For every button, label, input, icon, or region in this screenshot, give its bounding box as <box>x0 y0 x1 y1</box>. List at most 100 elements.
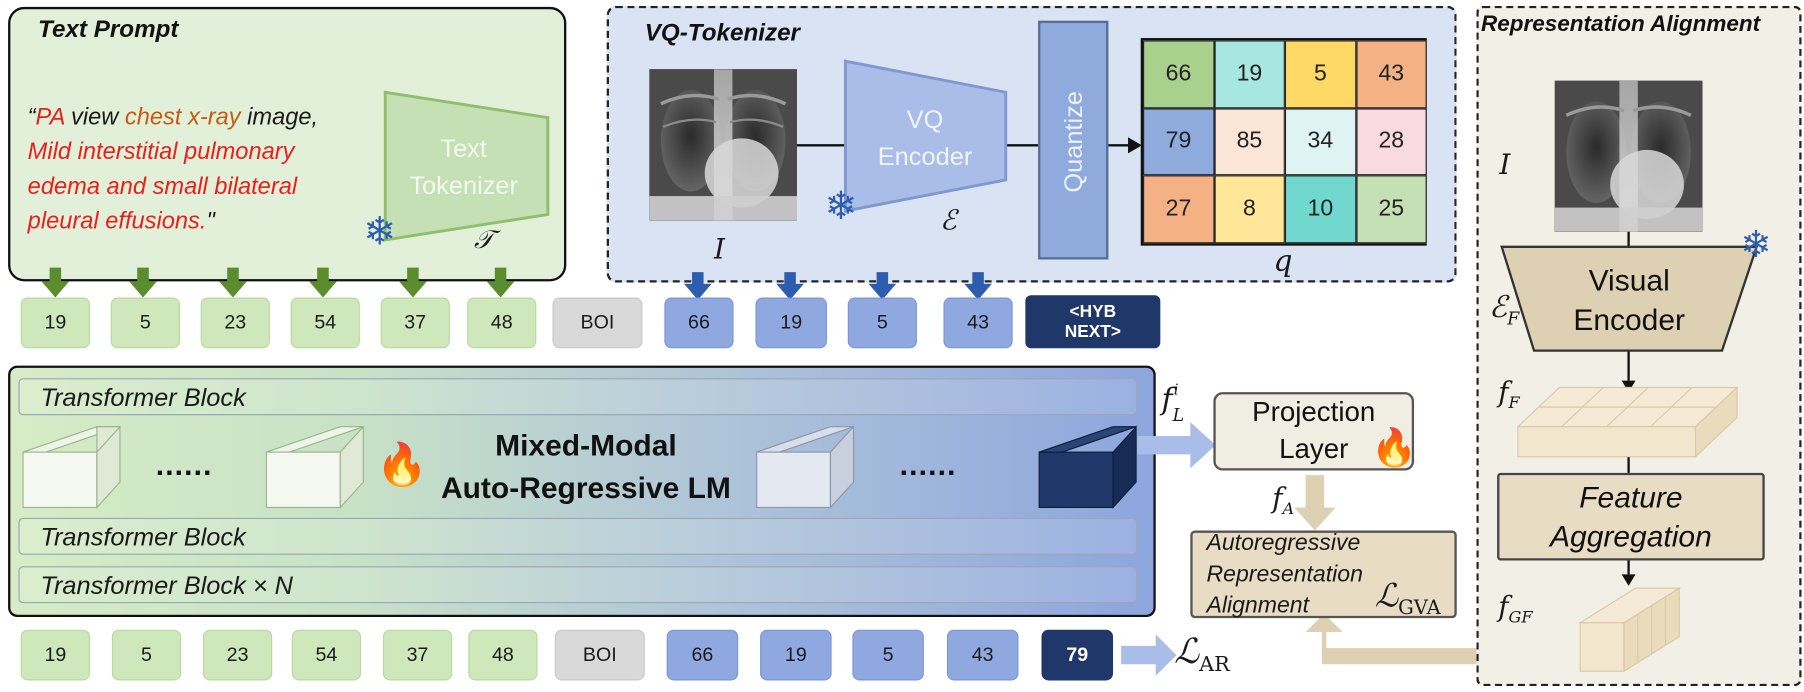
codebook-cell: 5 <box>1284 40 1356 108</box>
ff-label: fF <box>1498 376 1519 413</box>
ff-feature-slab <box>1516 386 1739 459</box>
hyb-line1: <HYB <box>1069 301 1117 322</box>
vq-encoder-line1: VQ <box>906 104 944 134</box>
fire-icon: 🔥 <box>376 440 428 488</box>
loss-gva-sub: GVA <box>1398 596 1441 621</box>
projection-layer <box>1213 392 1415 471</box>
input-token-text: 5 <box>110 297 180 349</box>
grid-symbol: q <box>1273 244 1293 280</box>
output-token-text: 54 <box>291 629 362 681</box>
hyb-line2: NEXT> <box>1064 321 1121 342</box>
quantize-block <box>1038 20 1109 260</box>
codebook-cell: 19 <box>1213 40 1285 108</box>
codebook-cell: 10 <box>1284 175 1356 243</box>
ff-sub: F <box>1508 394 1520 413</box>
visual-encoder-line2: Encoder <box>1573 302 1686 337</box>
projection-label: Projection Layer <box>1213 394 1414 468</box>
output-token-next: 79 <box>1041 629 1114 681</box>
text-tokenizer-shape <box>383 90 550 242</box>
image-symbol-rep: I <box>1499 148 1511 182</box>
vq-tokenizer-title: VQ-Tokenizer <box>644 19 800 47</box>
loss-ar-symbol: ℒ <box>1174 632 1200 673</box>
prompt-view: view <box>64 103 125 131</box>
output-token-text: 23 <box>202 629 273 681</box>
xray-image-rep <box>1554 80 1703 232</box>
quote-close: " <box>206 207 215 235</box>
codebook-cell: 27 <box>1143 175 1214 243</box>
snowflake-icon: ❄ <box>1740 223 1772 266</box>
fgf-symbol: f <box>1498 590 1509 623</box>
output-token-image: 66 <box>666 629 739 681</box>
ef-symbol: ℰ <box>1489 290 1508 326</box>
output-token-text: 37 <box>382 629 453 681</box>
prompt-line-4-text: pleural effusions. <box>27 207 207 235</box>
text-prompt-title: Text Prompt <box>38 16 179 43</box>
feature-cuboid-2 <box>265 425 364 509</box>
input-token-image: 66 <box>664 297 734 349</box>
prompt-line-3: edema and small bilateral <box>27 172 298 200</box>
prompt-text: “PA view chest x-ray image, Mild interst… <box>28 100 397 238</box>
ara-line2: Representation <box>1206 561 1363 588</box>
xray-drawing <box>1554 80 1703 232</box>
fa-symbol: f <box>1272 482 1283 515</box>
visual-encoder-line1: Visual <box>1588 262 1670 298</box>
xray-drawing <box>649 69 797 221</box>
fl-sup: i <box>1173 381 1179 400</box>
visual-encoder-shape <box>1500 245 1759 352</box>
transformer-block-mid: Transformer Block <box>18 517 1138 555</box>
ara-label: Autoregressive Representation Alignment <box>1206 528 1362 621</box>
projection-line2: Layer <box>1279 433 1349 465</box>
fl-sub: L <box>1172 404 1185 426</box>
output-token-text: 5 <box>111 629 182 681</box>
transformer-block-bottom: Transformer Block × N <box>18 566 1138 604</box>
codebook-cell: 79 <box>1143 107 1214 176</box>
output-token-image: 43 <box>946 629 1019 681</box>
mixed-modal-lm <box>8 365 1156 618</box>
feature-aggregation-line1: Feature <box>1579 479 1683 515</box>
loss-gva-symbol: ℒ <box>1374 576 1399 615</box>
fgf-feature-slab <box>1578 587 1682 673</box>
input-token-boi: BOI <box>552 297 643 349</box>
ef-label: ℰF <box>1489 291 1519 329</box>
fl-label: f i L <box>1161 381 1188 426</box>
ara-line1: Autoregressive <box>1206 530 1361 556</box>
fa-label: fA <box>1272 482 1294 519</box>
prompt-line-2: Mild interstitial pulmonary <box>27 138 295 165</box>
prompt-chest-xray: chest x-ray <box>124 103 241 131</box>
fgf-sub: GF <box>1508 608 1533 628</box>
feature-aggregation <box>1497 472 1765 561</box>
codebook-cell: 25 <box>1355 175 1427 243</box>
feature-cuboid-4 <box>1038 425 1137 509</box>
codebook-cell: 85 <box>1213 107 1285 176</box>
loss-ar-sub: AR <box>1199 652 1230 677</box>
input-token-text: 37 <box>380 297 450 349</box>
output-token-text: 48 <box>468 629 538 681</box>
ef-sub: F <box>1507 308 1520 329</box>
projection-line1: Projection <box>1252 396 1376 428</box>
output-token-text: 19 <box>20 629 90 681</box>
loss-gva: ℒGVA <box>1375 577 1441 620</box>
snowflake-icon: ❄ <box>363 209 397 254</box>
output-token-boi: BOI <box>554 629 645 681</box>
input-token-image: 5 <box>847 297 917 349</box>
output-token-image: 19 <box>760 629 832 681</box>
feature-cuboid-3 <box>756 425 855 509</box>
feature-aggregation-label: Feature Aggregation <box>1497 477 1765 555</box>
input-token-text: 23 <box>200 297 270 349</box>
text-tokenizer-label: Text Tokenizer <box>394 130 532 204</box>
prompt-pa: PA <box>35 103 65 131</box>
rep-align-title: Representation Alignment <box>1480 11 1761 37</box>
fgf-label: fGF <box>1498 590 1532 627</box>
image-symbol-vq: I <box>713 232 725 266</box>
ara-line3: Alignment <box>1206 592 1310 619</box>
input-token-text: 19 <box>20 297 90 349</box>
fire-icon: 🔥 <box>1371 426 1418 469</box>
vq-encoder-symbol: ℰ <box>940 204 957 237</box>
text-tokenizer-symbol: 𝒯 <box>474 226 494 255</box>
lm-title: Mixed-Modal Auto-Regressive LM <box>419 424 753 509</box>
